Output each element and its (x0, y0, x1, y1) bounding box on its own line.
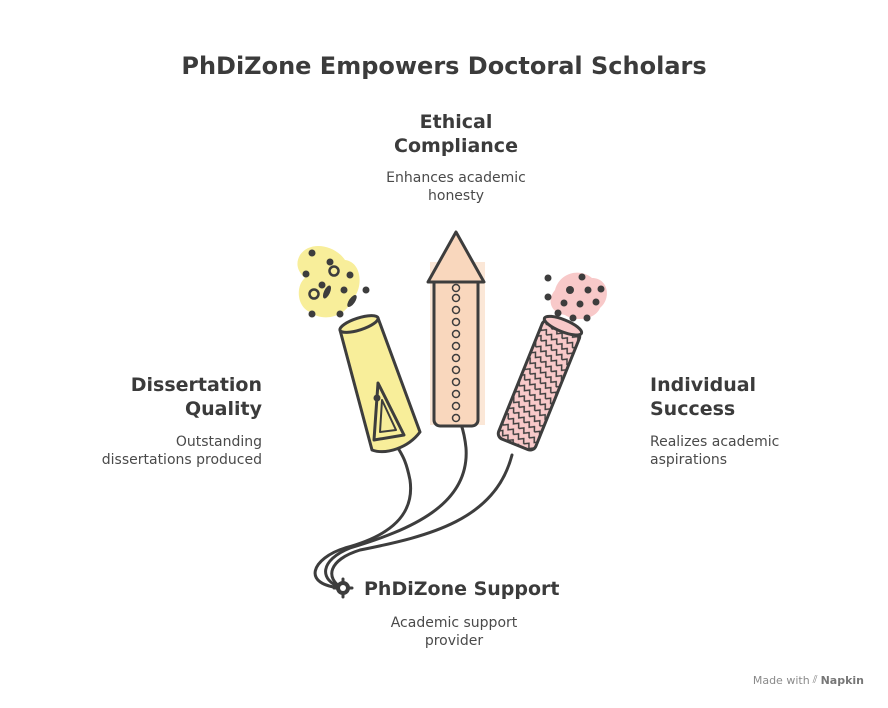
ethical-desc-line2: honesty (428, 188, 484, 204)
page-title: PhDiZone Empowers Doctoral Scholars (181, 52, 707, 80)
peach-rocket-dots (451, 283, 461, 423)
individual-heading-line1: Individual (650, 374, 757, 396)
fuse-lines (313, 422, 514, 590)
yellow-sparks (302, 249, 370, 318)
ethical-heading-line2: Compliance (394, 135, 518, 157)
dissertation-quality-heading: Dissertation Quality (62, 373, 262, 421)
pink-sparks (544, 273, 605, 322)
ethical-heading-line1: Ethical (419, 111, 493, 133)
individual-heading-line2: Success (650, 398, 736, 420)
made-with-napkin-badge[interactable]: Made with ⫽ Napkin (753, 673, 864, 687)
ethical-compliance-description: Enhances academic honesty (356, 169, 556, 205)
yellow-rocket-triangle (372, 381, 406, 442)
napkin-logo-icon: ⫽ (812, 673, 818, 686)
pink-rocket (496, 272, 607, 452)
fuse-to-pink-rocket (330, 453, 514, 590)
ethical-compliance-heading: Ethical Compliance (356, 110, 556, 158)
fuse-to-peach-rocket (324, 422, 468, 590)
yellow-rocket (297, 245, 422, 454)
dissertation-quality-description: Outstanding dissertations produced (62, 433, 262, 469)
individual-desc-line1: Realizes academic (650, 434, 780, 450)
support-heading: PhDiZone Support (364, 578, 560, 600)
fuse-to-yellow-rocket (313, 446, 413, 590)
made-with-label: Made with (752, 673, 810, 687)
support-desc-line1: Academic support (390, 615, 518, 631)
support-desc-line2: provider (424, 633, 484, 649)
peach-rocket-body (432, 274, 480, 428)
yellow-spark-cloud (297, 245, 360, 318)
individual-success-heading: Individual Success (650, 373, 850, 421)
individual-success-description: Realizes academic aspirations (650, 433, 850, 469)
support-gear-icon (332, 577, 354, 599)
peach-rocket-tip (426, 230, 486, 284)
dissertation-heading-line1: Dissertation (130, 374, 262, 396)
peach-rocket (426, 230, 486, 428)
dissertation-heading-line2: Quality (185, 398, 262, 420)
dissertation-desc-line2: dissertations produced (101, 452, 262, 468)
support-description: Academic support provider (354, 614, 554, 650)
dissertation-desc-line1: Outstanding (175, 434, 262, 450)
pink-spark-cloud (550, 272, 607, 320)
individual-desc-line2: aspirations (650, 452, 728, 468)
napkin-brand-label: Napkin (820, 673, 864, 687)
pink-rocket-body (496, 318, 582, 452)
ethical-desc-line1: Enhances academic (386, 170, 526, 186)
